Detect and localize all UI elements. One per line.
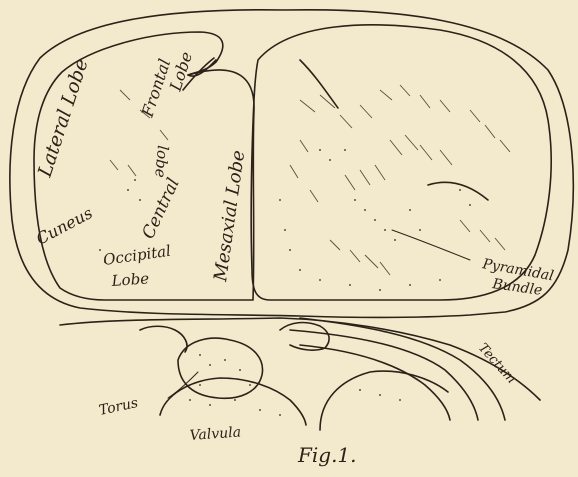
tectum-inner-2 (300, 345, 450, 420)
valvula-inner (320, 371, 448, 430)
tectum-inner (290, 330, 478, 420)
label-valvula: Valvula (189, 424, 241, 444)
label-occipital-lobe: Lobe (110, 269, 150, 290)
label-lateral-lobe: Lateral Lobe (34, 56, 93, 181)
torus-leader (168, 372, 198, 398)
right-hemisphere-outline (251, 25, 551, 300)
label-tectum: Tectum (475, 341, 519, 387)
torus-outline (178, 338, 263, 398)
right-fissure-upper (300, 60, 338, 108)
label-mesaxial-lobe: Mesaxial Lobe (210, 149, 249, 284)
valvula-outline (160, 378, 306, 425)
right-fissure-lower (428, 182, 488, 200)
label-frontal-lobe: Lobe (165, 49, 196, 94)
label-occipital: Occipital (102, 242, 172, 269)
pyramidal-leader (392, 230, 470, 260)
ventricle-left (140, 326, 187, 352)
label-torus: Torus (98, 395, 140, 419)
label-cuneus: Cuneus (33, 203, 96, 248)
figure-caption: Fig.1. (297, 443, 357, 467)
label-central-lobe-small: lobe (151, 145, 172, 179)
label-central: Central (138, 175, 183, 242)
